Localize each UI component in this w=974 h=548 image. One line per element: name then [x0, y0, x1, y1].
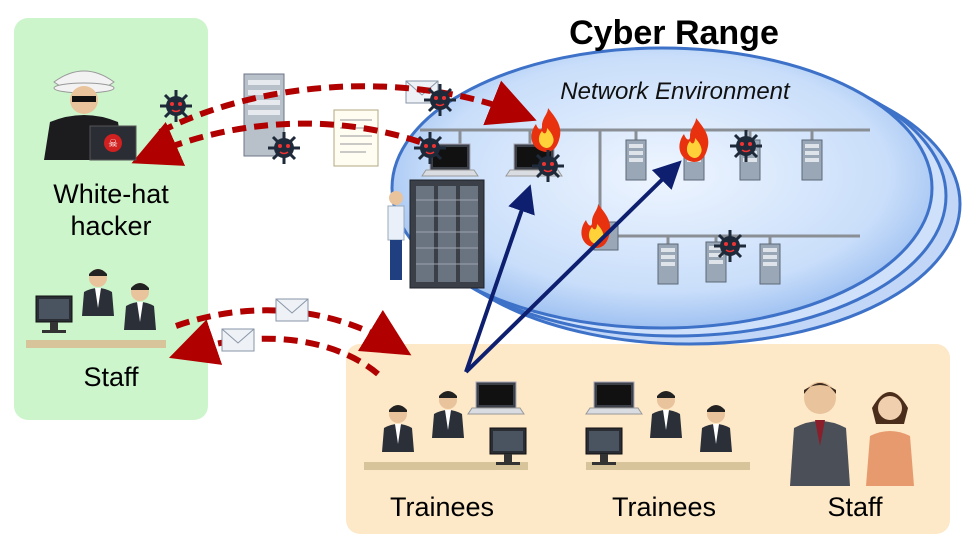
right-staff-label: Staff	[827, 492, 883, 522]
technician-person-icon	[387, 191, 405, 280]
trainee-access-arrow	[464, 184, 535, 373]
document-icon	[333, 109, 379, 167]
trainees-label-2: Trainees	[611, 492, 717, 522]
attack-arrow-return	[131, 120, 421, 166]
network-environment-label: Network Environment	[560, 78, 790, 105]
bottom-panel-training-team	[346, 344, 950, 534]
server-icon	[759, 243, 781, 285]
right-staff-people-icon	[790, 382, 914, 486]
left-staff-people-icon	[26, 269, 166, 348]
trainees-group-1-icon	[364, 381, 528, 470]
staff-arrow-from-trainees	[168, 319, 380, 377]
server-icon	[801, 139, 823, 181]
trainee-access-arrow	[464, 160, 682, 374]
server-icon	[657, 243, 679, 285]
trainees-group-2-icon	[585, 381, 750, 470]
white-hat-hacker-label: White-hat hacker	[53, 179, 169, 241]
attack-arrow-outgoing	[158, 80, 537, 135]
email-icon	[275, 298, 309, 322]
diagram-title: Cyber Range	[569, 14, 779, 52]
left-staff-label: Staff	[83, 362, 139, 392]
email-icon	[221, 328, 255, 352]
hacker-icon: ☠	[44, 70, 137, 161]
rack-server-icon	[409, 179, 485, 289]
server-icon	[625, 139, 647, 181]
trainees-label-1: Trainees	[389, 492, 495, 522]
svg-text:☠: ☠	[108, 137, 118, 150]
